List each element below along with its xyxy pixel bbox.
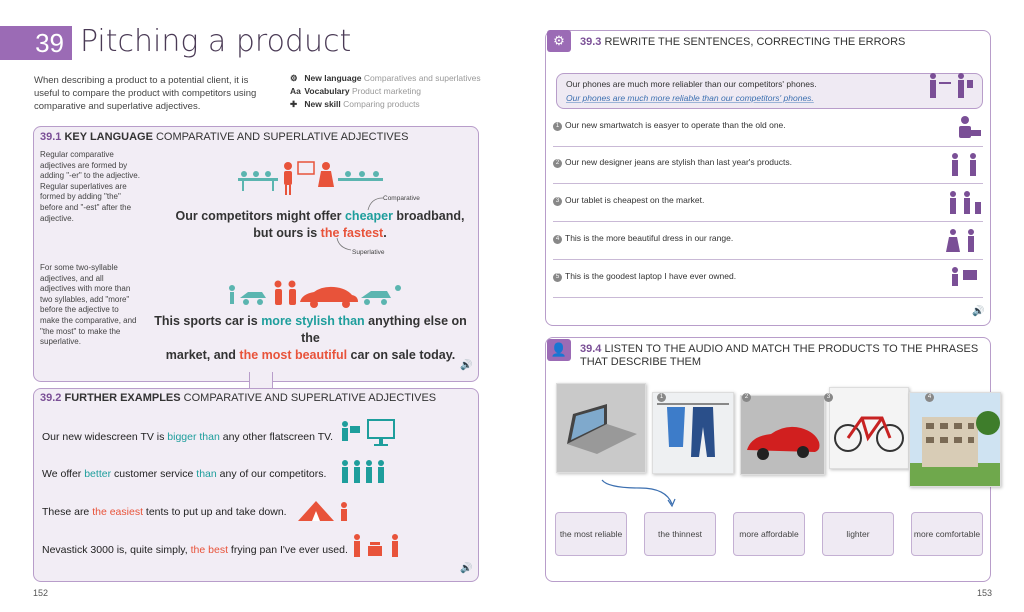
bicycle-icon xyxy=(830,388,908,468)
further-example-4: Nevastick 3000 is, quite simply, the bes… xyxy=(42,544,348,556)
example-box xyxy=(556,73,983,109)
building-icon xyxy=(910,393,1000,486)
listening-person-icon: 👤 xyxy=(547,339,571,361)
meta-value: Comparatives and superlatives xyxy=(363,73,481,83)
example-sentence-1: Our competitors might offer cheaper broa… xyxy=(175,209,465,240)
page-number-right: 153 xyxy=(977,588,993,598)
match-arrow-icon xyxy=(601,479,676,508)
gears-icon: ⚙ xyxy=(547,30,571,52)
further-example-2: We offer better customer service than an… xyxy=(42,468,327,480)
photo-number: 3 xyxy=(824,393,833,402)
answer-line[interactable] xyxy=(553,183,983,184)
puzzle-icon: ✚ xyxy=(290,99,298,109)
meta-new-language: ⚙ New language Comparatives and superlat… xyxy=(290,73,481,84)
meta-value: Product marketing xyxy=(351,86,421,96)
answer-line[interactable] xyxy=(553,259,983,260)
phrase-button[interactable]: more affordable xyxy=(733,512,805,556)
tv-presentation-icon xyxy=(342,419,395,446)
gears-icon: ⚙ xyxy=(290,73,298,83)
answer-line[interactable] xyxy=(553,146,983,147)
phrase-button[interactable]: lighter xyxy=(822,512,894,556)
clothes-icon xyxy=(653,393,733,473)
further-examples-heading: 39.2 FURTHER EXAMPLES COMPARATIVE AND SU… xyxy=(40,392,437,404)
meta-label: Vocabulary xyxy=(304,86,350,96)
panel-connector xyxy=(249,372,273,390)
exercise-illustrations xyxy=(946,116,981,286)
sports-car-icon xyxy=(741,396,824,474)
answer-line[interactable] xyxy=(553,297,983,298)
audio-speaker-icon[interactable]: 🔊 xyxy=(460,360,473,371)
bicycle-photo xyxy=(829,387,909,469)
meta-label: New language xyxy=(304,73,362,83)
phrase-button[interactable]: more comfortable xyxy=(911,512,983,556)
example-sentence-2: This sports car is more stylish than any… xyxy=(154,314,467,362)
sports-car-photo xyxy=(740,395,825,475)
rewrite-heading: 39.3 REWRITE THE SENTENCES, CORRECTING T… xyxy=(580,36,906,48)
page-title: Pitching a product xyxy=(80,24,352,59)
audio-speaker-icon[interactable]: 🔊 xyxy=(460,563,473,574)
frying-pan-demo-icon xyxy=(354,534,398,557)
chapter-number-tab: 39 xyxy=(0,26,72,60)
rule-note-regular: Regular comparative adjectives are forme… xyxy=(40,150,140,223)
rule-note-long: For some two-syllable adjectives, and al… xyxy=(40,263,137,347)
customer-service-icon xyxy=(342,460,384,483)
phrase-button[interactable]: the thinnest xyxy=(644,512,716,556)
meta-new-skill: ✚ New skill Comparing products xyxy=(290,99,420,110)
laptop-icon xyxy=(557,384,645,472)
audio-speaker-icon[interactable]: 🔊 xyxy=(972,306,985,317)
superlative-label: Superlative xyxy=(352,249,385,256)
page-number-left: 152 xyxy=(33,588,49,598)
example-sentence: Our phones are much more reliabler than … xyxy=(566,79,817,89)
tent-icon xyxy=(298,501,347,521)
intro-text: When describing a product to a potential… xyxy=(34,75,257,112)
photo-number: 1 xyxy=(657,393,666,402)
office-people-icon xyxy=(930,73,973,98)
arrow-icon xyxy=(367,197,384,211)
key-language-heading: 39.1 KEY LANGUAGE COMPARATIVE AND SUPERL… xyxy=(40,131,409,143)
photo-number: 2 xyxy=(742,393,751,402)
phrase-button[interactable]: the most reliable xyxy=(555,512,627,556)
clothes-photo xyxy=(652,392,734,474)
arrow-icon xyxy=(336,237,352,251)
comparative-label: Comparative xyxy=(383,195,420,202)
further-examples-panel xyxy=(33,388,479,582)
car-showroom-illustration xyxy=(229,280,401,308)
meta-value: Comparing products xyxy=(343,99,420,109)
meta-vocabulary: Aa Vocabulary Product marketing xyxy=(290,86,421,96)
aa-icon: Aa xyxy=(290,86,301,96)
example-answer: Our phones are much more reliable than o… xyxy=(566,93,814,103)
key-language-panel xyxy=(33,126,479,382)
answer-line[interactable] xyxy=(553,221,983,222)
laptop-photo xyxy=(556,383,646,473)
listen-heading: 39.4 LISTEN TO THE AUDIO AND MATCH THE P… xyxy=(580,343,979,368)
meta-label: New skill xyxy=(304,99,341,109)
further-example-3: These are the easiest tents to put up an… xyxy=(42,506,287,518)
meeting-illustration xyxy=(238,161,383,195)
photo-number: 4 xyxy=(925,393,934,402)
hotel-building-photo xyxy=(909,392,1001,487)
further-example-1: Our new widescreen TV is bigger than any… xyxy=(42,431,334,443)
